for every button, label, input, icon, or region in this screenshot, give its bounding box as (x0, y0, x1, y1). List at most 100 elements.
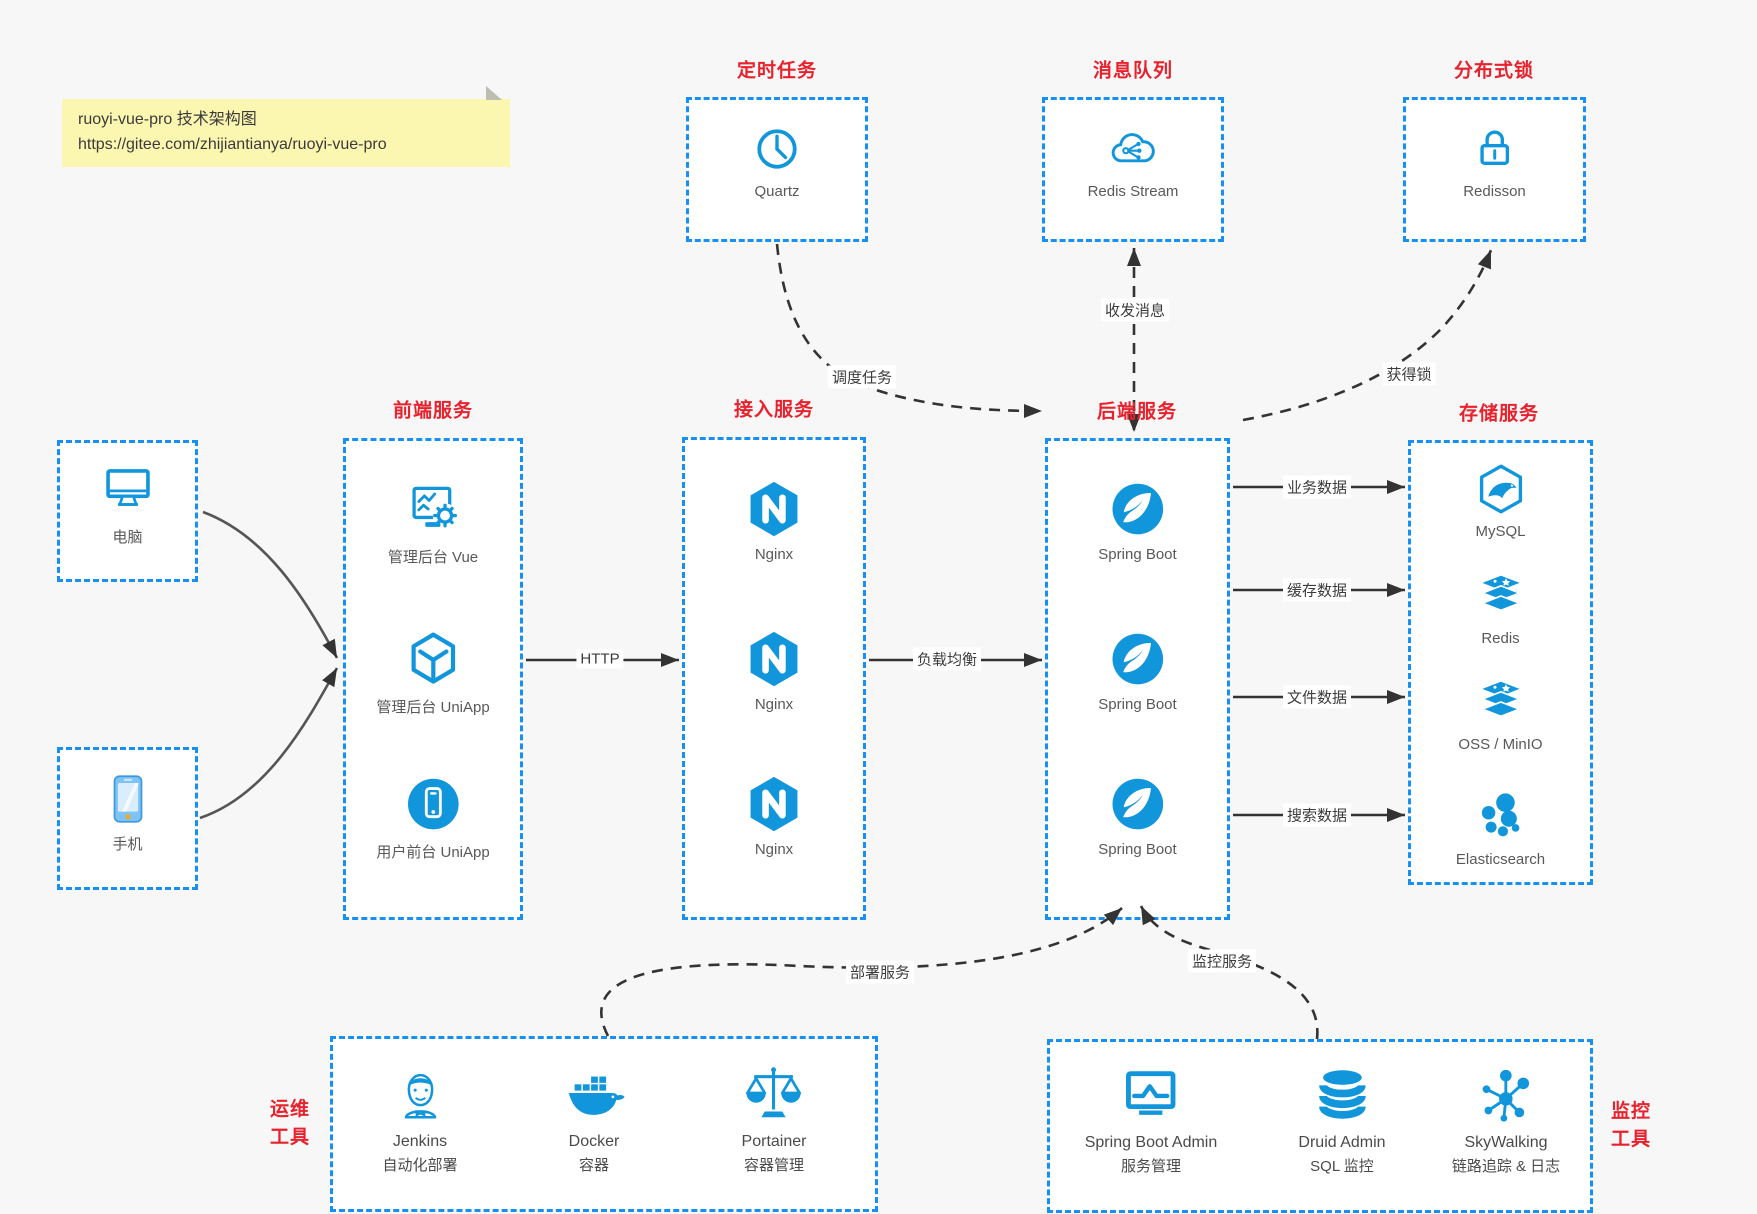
spring-icon (1107, 629, 1167, 689)
nginx-icon (744, 629, 804, 689)
node-label: Spring Boot (1098, 696, 1177, 713)
node-redis-stream: Redis Stream (1087, 122, 1179, 200)
node-redis: Redis (1474, 569, 1528, 647)
spring-icon (1107, 479, 1167, 539)
user-app-icon (403, 774, 463, 834)
node-portainer: Portainer 容器管理 (741, 1063, 807, 1175)
nginx-icon (744, 774, 804, 834)
edge-acquire-lock (1242, 249, 1493, 422)
database-icon (1311, 1064, 1373, 1126)
lock-icon (1467, 122, 1521, 176)
storage-stack-icon (1474, 675, 1528, 729)
edge-phone-frontend (199, 667, 339, 820)
node-label: 手机 (112, 836, 143, 853)
box-backend: Spring Boot Spring Boot Spring Boot (1045, 438, 1230, 920)
note-fold (486, 86, 502, 100)
uniapp-cube-icon (403, 629, 463, 689)
node-label: Spring Boot (1098, 546, 1177, 563)
node-phone: 手机 (101, 772, 155, 854)
node-label: 电脑 (112, 529, 143, 546)
docker-icon (563, 1063, 625, 1125)
node-label: Elasticsearch (1455, 851, 1546, 868)
title-mq: 消息队列 (1092, 60, 1174, 82)
title-monitoring-line1: 监控 (1610, 1101, 1651, 1122)
node-nginx-2: Nginx (744, 629, 804, 713)
edge-label-load-balance: 负载均衡 (912, 647, 982, 671)
node-label: Spring Boot (1098, 841, 1177, 858)
node-label: Redis Stream (1087, 183, 1179, 200)
node-redisson: Redisson (1463, 122, 1526, 200)
node-nginx-1: Nginx (744, 479, 804, 563)
node-name: Portainer (741, 1133, 807, 1150)
node-springboot-admin: Spring Boot Admin 服务管理 (1084, 1064, 1218, 1176)
elasticsearch-icon (1473, 790, 1527, 844)
node-user-uniapp: 用户前台 UniApp (376, 774, 490, 862)
clock-icon (750, 122, 804, 176)
edge-label-cache-data: 缓存数据 (1282, 578, 1352, 602)
redis-stack-icon (1474, 569, 1528, 623)
box-frontend: 管理后台 Vue 管理后台 UniApp 用户前台 UniApp (343, 438, 523, 920)
edge-label-file-data: 文件数据 (1282, 685, 1352, 709)
edge-label-acquire-lock: 获得锁 (1382, 362, 1436, 386)
node-desc: 服务管理 (1120, 1158, 1181, 1175)
box-client-computer: 电脑 (57, 440, 198, 582)
node-springboot-3: Spring Boot (1098, 774, 1177, 858)
node-desc: 链路追踪 & 日志 (1451, 1158, 1561, 1175)
title-frontend: 前端服务 (392, 400, 474, 422)
title-ops: 运维工具 (260, 1096, 320, 1151)
node-nginx-3: Nginx (744, 774, 804, 858)
box-mq: Redis Stream (1042, 97, 1224, 242)
cloud-network-icon (1106, 122, 1160, 176)
node-docker: Docker 容器 (563, 1063, 625, 1175)
admin-dashboard-icon (403, 479, 463, 539)
box-scheduled: Quartz (686, 97, 868, 242)
title-scheduled: 定时任务 (736, 60, 818, 82)
node-name: SkyWalking (1464, 1134, 1548, 1151)
nginx-icon (744, 479, 804, 539)
node-elasticsearch: Elasticsearch (1456, 790, 1545, 868)
edge-label-search-data: 搜索数据 (1282, 803, 1352, 827)
note-title: ruoyi-vue-pro 技术架构图 (78, 111, 257, 128)
node-label: Nginx (754, 841, 794, 858)
node-label: Redisson (1463, 183, 1526, 200)
title-monitoring: 监控工具 (1601, 1098, 1661, 1153)
edge-monitor-service (1139, 905, 1319, 1040)
box-lock: Redisson (1403, 97, 1586, 242)
monitor-chart-icon (1120, 1064, 1182, 1126)
node-desc: 容器 (578, 1157, 609, 1174)
edge-label-send-receive-msg: 收发消息 (1100, 298, 1170, 322)
box-ops: Jenkins 自动化部署 Docker 容器 Portainer 容器管理 (330, 1036, 878, 1212)
node-graph-icon (1475, 1064, 1537, 1126)
box-storage: MySQL Redis OSS / MinIO Elasticsearch (1408, 440, 1593, 885)
node-druid-admin: Druid Admin SQL 监控 (1298, 1064, 1386, 1176)
node-oss-minio: OSS / MinIO (1458, 675, 1543, 753)
node-quartz: Quartz (750, 122, 804, 200)
box-client-phone: 手机 (57, 747, 198, 890)
node-label: 管理后台 UniApp (376, 699, 490, 716)
mysql-icon (1474, 462, 1528, 516)
node-admin-uniapp: 管理后台 UniApp (376, 629, 490, 717)
node-name: Jenkins (392, 1133, 448, 1150)
edge-label-http: HTTP (576, 649, 624, 669)
node-name: Docker (568, 1133, 620, 1150)
node-jenkins: Jenkins 自动化部署 (382, 1063, 458, 1175)
edge-label-schedule-task: 调度任务 (827, 365, 897, 389)
box-monitoring: Spring Boot Admin 服务管理 Druid Admin SQL 监… (1047, 1039, 1593, 1213)
node-springboot-1: Spring Boot (1098, 479, 1177, 563)
title-ops-line1: 运维 (269, 1099, 310, 1120)
node-label: 管理后台 Vue (387, 549, 479, 566)
node-label: MySQL (1475, 523, 1526, 540)
node-desc: 自动化部署 (382, 1157, 458, 1174)
node-admin-vue: 管理后台 Vue (388, 479, 478, 567)
node-label: OSS / MinIO (1458, 736, 1543, 753)
node-desc: SQL 监控 (1310, 1158, 1374, 1175)
node-label: Nginx (754, 696, 794, 713)
node-computer: 电脑 (99, 461, 157, 547)
portainer-icon (743, 1063, 805, 1125)
note-url: https://gitee.com/zhijiantianya/ruoyi-vu… (78, 135, 387, 153)
node-name: Spring Boot Admin (1084, 1134, 1218, 1151)
edge-schedule-task (775, 243, 1043, 418)
node-mysql: MySQL (1474, 462, 1528, 540)
spring-icon (1107, 774, 1167, 834)
